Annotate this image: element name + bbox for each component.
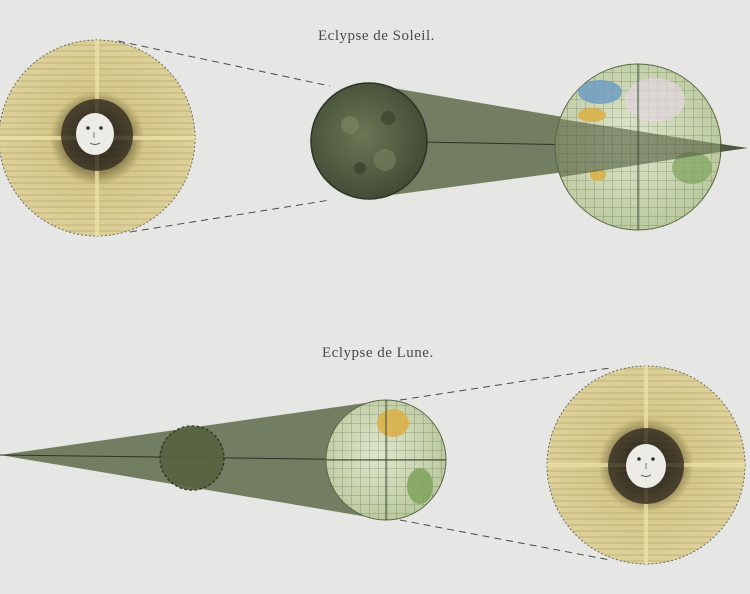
tangent-line-bottom: [129, 199, 331, 233]
lunar-eclipse-caption: Eclypse de Lune.: [322, 345, 434, 361]
solar-eclipse-caption: Eclypse de Soleil.: [318, 28, 435, 44]
globe-icon: [325, 399, 447, 521]
tangent-line-top: [117, 40, 331, 87]
sun-face-icon: [0, 39, 196, 237]
moon-icon: [310, 82, 428, 200]
moon-icon: [159, 425, 225, 491]
globe-icon: [554, 63, 748, 231]
lunar-eclipse-group: [0, 365, 746, 565]
solar-eclipse-group: [0, 39, 748, 237]
sun-face-icon: [546, 365, 746, 565]
